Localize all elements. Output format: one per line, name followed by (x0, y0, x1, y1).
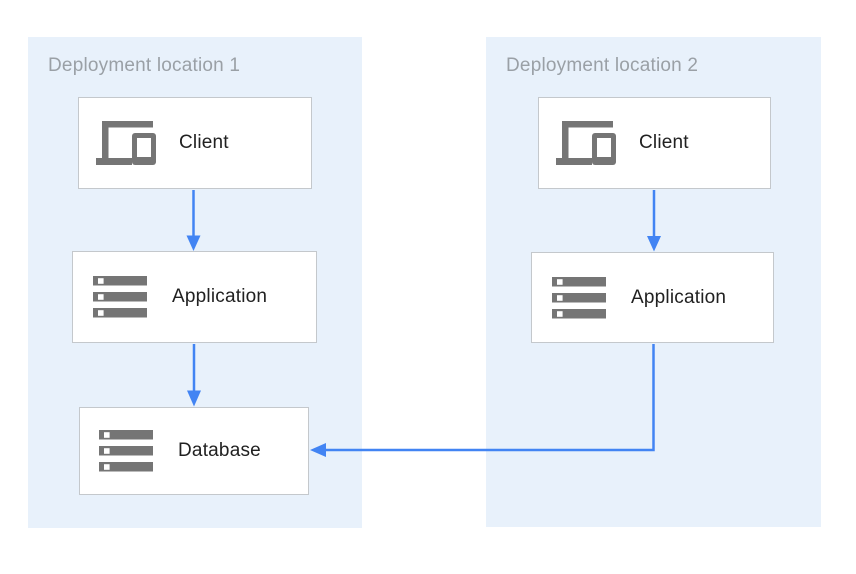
node-client-1: Client (78, 97, 312, 189)
node-application-1: Application (72, 251, 317, 343)
group-label-2: Deployment location 2 (506, 55, 699, 76)
node-application-2: Application (531, 252, 774, 343)
node-label: Application (631, 286, 727, 308)
node-client-2: Client (538, 97, 771, 189)
node-label: Application (172, 286, 268, 307)
server-stack-icon (552, 276, 606, 318)
node-label: Client (639, 132, 689, 153)
group-label-1: Deployment location 1 (48, 55, 241, 76)
node-label: Database (178, 440, 261, 461)
server-stack-icon (93, 276, 147, 318)
server-stack-icon (99, 430, 153, 472)
client-devices-icon (556, 121, 616, 165)
node-label: Client (179, 132, 229, 153)
node-database-1: Database (79, 407, 309, 495)
client-devices-icon (96, 121, 156, 165)
